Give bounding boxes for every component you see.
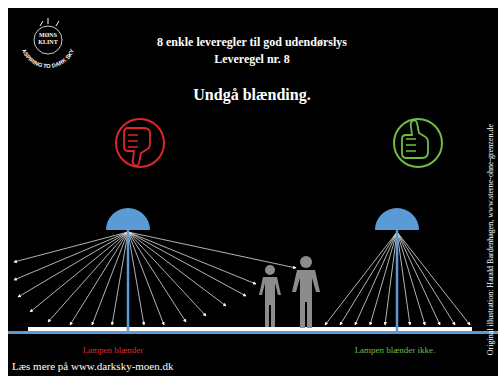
rule-heading: Undgå blænding.	[193, 86, 310, 104]
light-ray	[128, 232, 256, 284]
light-ray	[355, 232, 397, 325]
logo-ring	[34, 26, 62, 54]
people-figures	[259, 256, 320, 328]
light-ray	[128, 232, 226, 306]
thumbs-down-icon	[116, 119, 164, 167]
light-ray	[128, 232, 186, 322]
light-ray	[397, 232, 455, 325]
light-ray	[128, 232, 296, 268]
caption-good: Lampen blænder ikke.	[355, 345, 436, 355]
ground-surface	[28, 327, 472, 331]
light-ray	[325, 232, 397, 325]
logo-arc-text: ASPIRING TO DARK SKY	[21, 48, 75, 69]
light-ray	[48, 232, 128, 322]
light-ray	[30, 232, 128, 312]
light-ray	[14, 232, 128, 262]
light-ray	[128, 232, 206, 316]
light-ray	[112, 232, 128, 325]
caption-bad: Lampen blænder	[83, 345, 144, 355]
thumbs-up-icon	[394, 119, 442, 167]
light-ray	[18, 232, 128, 297]
logo-text: KLINT	[38, 39, 57, 46]
credit-note: Original illustration: Harald Bardenhage…	[486, 124, 495, 355]
light-ray	[370, 232, 397, 325]
lamp-glaring	[106, 208, 150, 331]
light-ray	[14, 232, 128, 280]
logo-rays	[40, 18, 59, 26]
light-ray	[128, 232, 144, 325]
logo-text: MØNS	[39, 32, 57, 39]
background	[8, 8, 498, 376]
light-ray	[128, 232, 246, 296]
rule-number: Leveregel nr. 8	[214, 53, 290, 67]
light-ray	[340, 232, 397, 325]
light-ray	[70, 232, 128, 325]
ground-line	[8, 331, 498, 334]
lamp-shielded	[375, 208, 419, 331]
light-rays	[14, 232, 470, 325]
website-note: Læs mere på www.darksky-moen.dk	[12, 360, 174, 373]
light-ray	[397, 232, 470, 325]
light-ray	[397, 232, 425, 325]
light-ray	[385, 232, 397, 325]
light-ray	[92, 232, 128, 325]
title: 8 enkle leveregler til god udendørslys	[157, 36, 347, 50]
